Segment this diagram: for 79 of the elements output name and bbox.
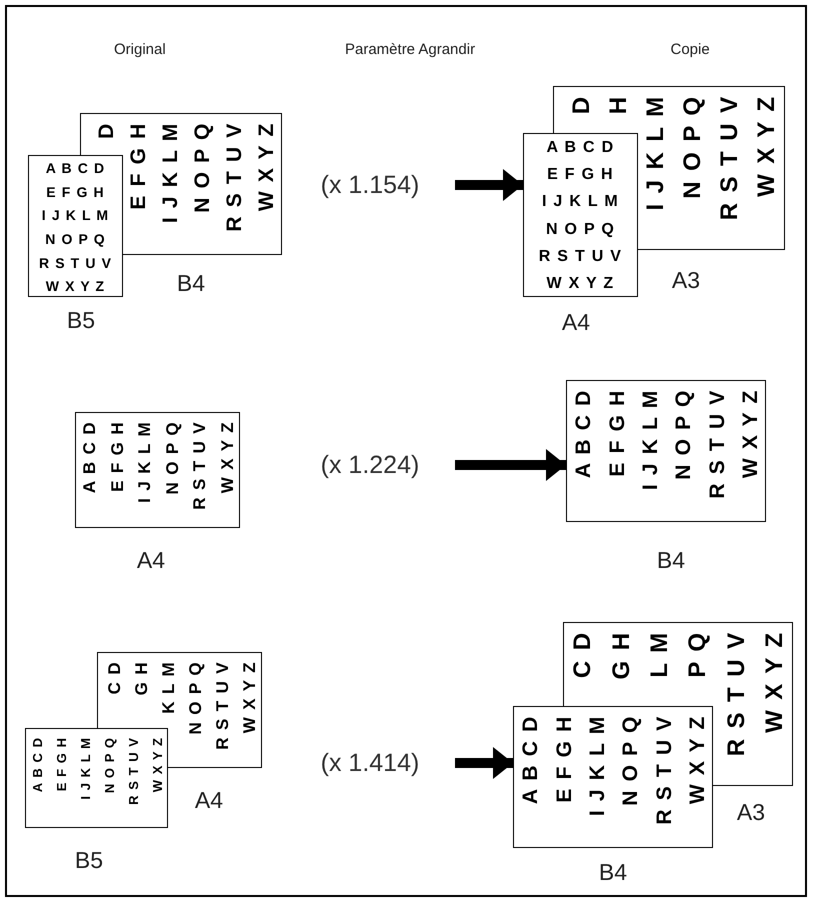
letter-column: C D (106, 661, 122, 694)
letter-row-text: I J K L M (40, 208, 110, 222)
letter-column: I J K L M (644, 95, 668, 211)
letter-column: N O P Q (164, 421, 181, 494)
letter-column: R S T U V (654, 715, 674, 825)
letter-row-text: E F G H (45, 184, 106, 198)
letter-row-text: A B C D (546, 140, 616, 156)
letter-column: D (96, 122, 116, 139)
letter-column: I J K L M (586, 715, 608, 816)
column-heading: Original (114, 41, 166, 58)
letter-column: N O P Q (681, 95, 705, 199)
paper-size-label: B5 (66, 309, 96, 332)
letter-column: R S T U V (724, 631, 748, 756)
paper-size-label: A3 (736, 801, 766, 824)
letter-column: I J K L M (640, 389, 661, 490)
letter-column: W X Y Z (762, 631, 787, 733)
paper-size-label: A4 (194, 789, 224, 812)
paper-size-label: A3 (670, 269, 702, 292)
letter-row-text: R S T U V (38, 256, 114, 270)
scale-factor-text: (x 1.154) (285, 170, 455, 200)
letter-column: W X Y Z (740, 389, 761, 478)
letter-row-text: A B C D (44, 160, 106, 175)
arrow (455, 747, 513, 779)
letter-column: A B C D (573, 389, 594, 478)
letter-row-text: W X Y Z (44, 279, 106, 294)
letter-column: N O P Q (102, 737, 116, 794)
letter-column: W X Y Z (150, 737, 164, 792)
letter-column: E F G H (606, 389, 628, 477)
letter-column: R S T U V (214, 661, 230, 750)
scale-factor-text: (x 1.414) (285, 748, 455, 778)
letter-column: E F G H (55, 737, 68, 792)
letter-column: W X Y Z (256, 122, 276, 212)
letter-column: R S T U V (718, 95, 742, 220)
scale-factor-text: (x 1.224) (285, 450, 455, 480)
letter-column: W X Y Z (686, 715, 708, 804)
letter-row-text: I J K L M (540, 194, 620, 210)
letter-column: N O P Q (192, 122, 212, 213)
paper-size-label: B4 (656, 549, 686, 572)
letter-row-text: W X Y Z (546, 276, 616, 292)
column-heading: Copie (670, 41, 710, 58)
letter-column: C D (571, 631, 596, 678)
letter-row-text: N O P Q (44, 232, 107, 246)
letter-column: W X Y Z (218, 421, 236, 494)
paper-size-label: B5 (74, 849, 104, 872)
letter-column: E F G H (108, 421, 126, 492)
letter-row-text: N O P Q (544, 222, 616, 238)
letter-column: A B C D (31, 737, 44, 792)
letter-column: R S T U V (191, 421, 208, 510)
letter-column: R S T U V (126, 737, 140, 805)
paper-size-label: A4 (560, 311, 592, 334)
letter-column: N O P Q (673, 389, 694, 480)
letter-column: K L M (160, 661, 176, 714)
letter-column: G H (132, 661, 150, 696)
letter-column: R S T U V (224, 122, 244, 232)
letter-column: L M (648, 631, 672, 678)
letter-column: A B C D (81, 421, 98, 494)
letter-column: I J K L M (136, 421, 154, 503)
letter-column: P Q (686, 631, 710, 678)
letter-row-text: R S T U V (538, 249, 624, 265)
arrow (455, 169, 523, 201)
letter-column: I J K L M (79, 737, 92, 800)
column-heading: Paramètre Agrandir (345, 41, 476, 58)
letter-column: E F G H (554, 715, 574, 803)
letter-column: D (570, 95, 594, 114)
letter-column: R S T U V (706, 389, 728, 499)
letter-column: W X Y Z (240, 661, 258, 734)
paper-size-label: B4 (176, 272, 206, 295)
letter-column: I J K L M (160, 122, 180, 224)
letter-column: H (607, 95, 631, 114)
letter-column: E F G H (128, 122, 148, 210)
paper-size-label: A4 (136, 549, 166, 572)
letter-column: N O P Q (620, 715, 642, 806)
letter-column: N O P Q (186, 661, 204, 734)
paper-size-label: B4 (598, 861, 628, 884)
arrow (455, 449, 566, 481)
letter-row-text: E F G H (546, 167, 615, 183)
letter-column: W X Y Z (755, 95, 779, 197)
letter-column: G H (610, 631, 634, 680)
letter-column: A B C D (520, 715, 542, 804)
